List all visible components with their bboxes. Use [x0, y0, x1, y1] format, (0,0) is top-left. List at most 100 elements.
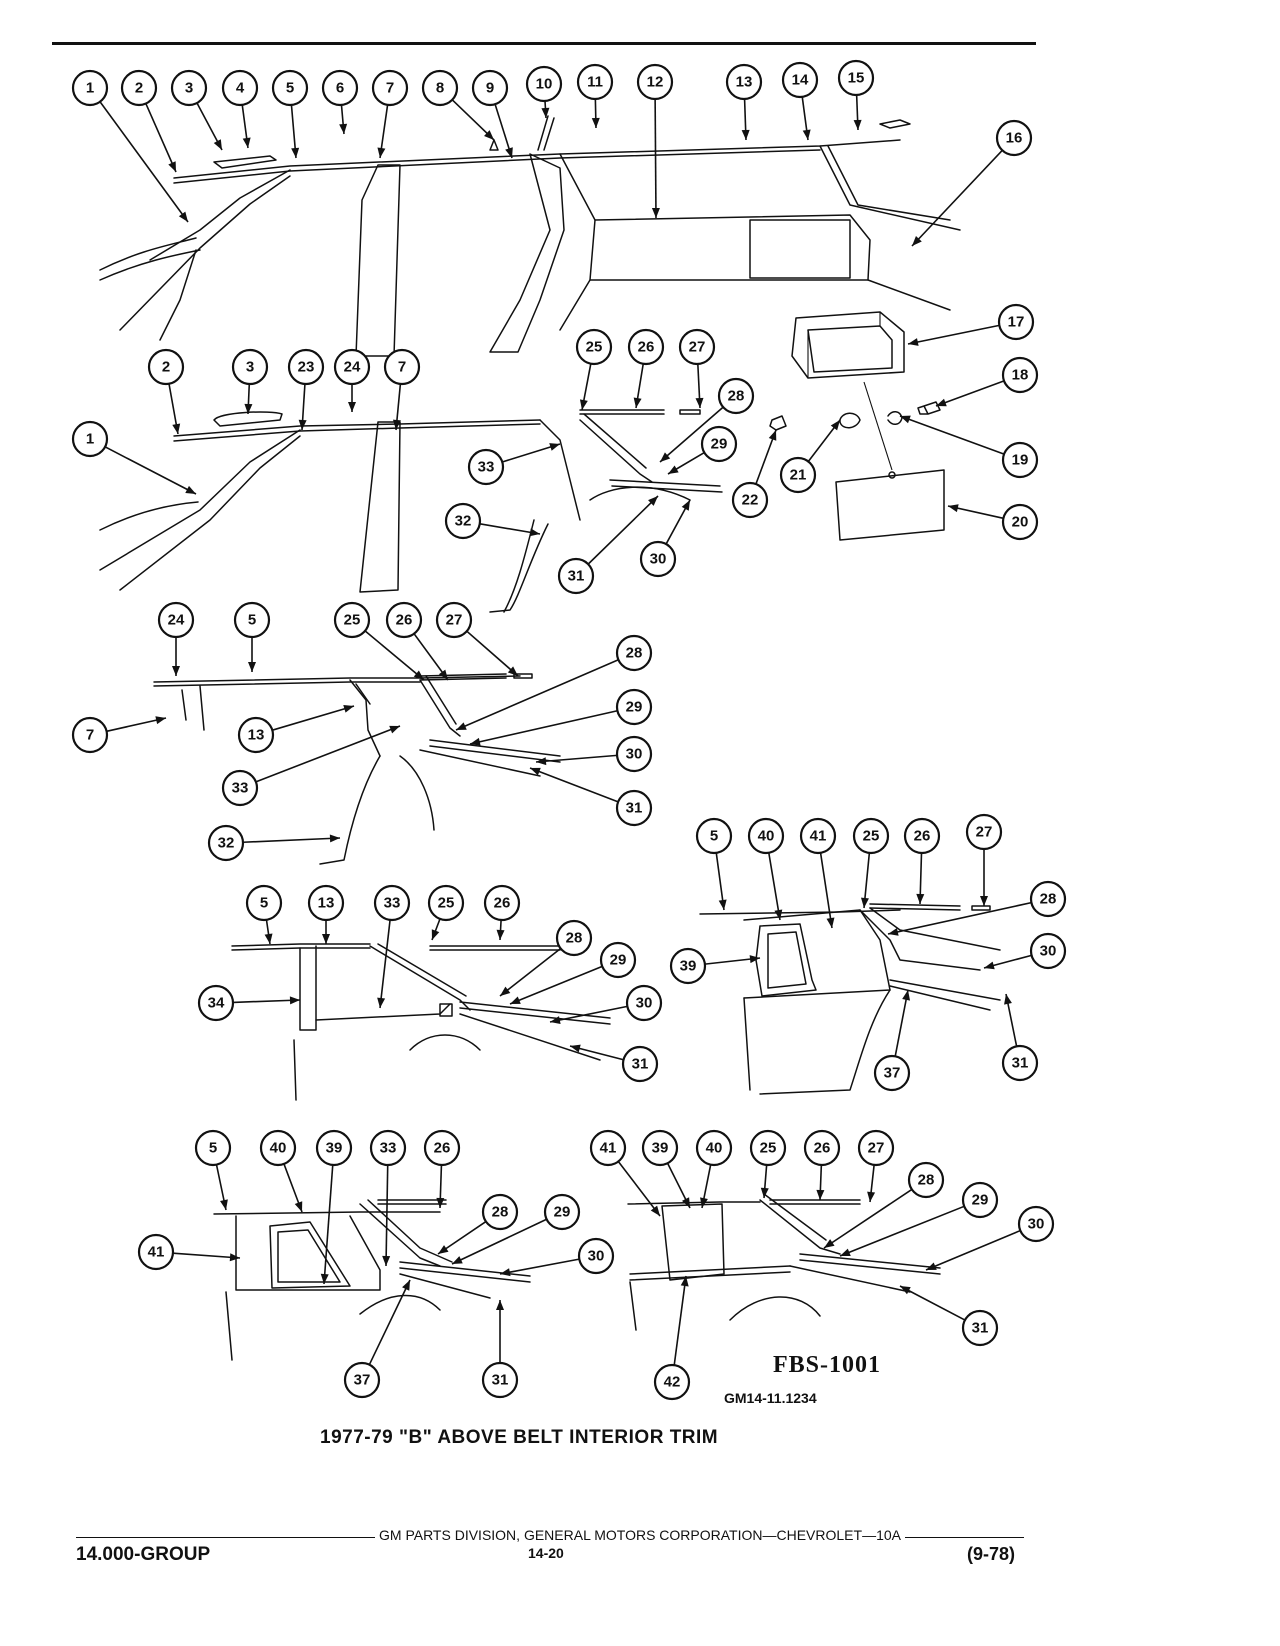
roof-rail-v2	[173, 419, 541, 437]
callout-30: 30	[1017, 1205, 1055, 1243]
end-cap-v3	[513, 673, 533, 679]
roof-rail-rear-v5	[869, 903, 961, 911]
callout-24: 24	[157, 601, 195, 639]
latch-knob-18	[917, 401, 941, 415]
callout-40: 40	[695, 1129, 733, 1167]
leader-line-17	[907, 324, 1000, 345]
callout-27: 27	[435, 601, 473, 639]
callout-number: 8	[436, 80, 444, 97]
callout-number: 26	[638, 339, 655, 356]
quarter-pillar-front	[489, 153, 565, 353]
callout-number: 28	[918, 1172, 935, 1189]
arrowhead-30	[681, 500, 690, 511]
callout-number: 31	[1012, 1055, 1029, 1072]
arrowhead-20	[948, 504, 959, 513]
callout-28: 28	[481, 1193, 519, 1231]
callout-21: 21	[779, 456, 817, 494]
callout-number: 31	[626, 800, 643, 817]
leader-line-29	[469, 709, 618, 745]
lower-v6	[225, 1291, 233, 1361]
leader-line-33	[501, 443, 561, 463]
callout-12: 12	[636, 63, 674, 101]
pillar-v2	[99, 429, 301, 571]
rear-pillar-v7-b	[763, 1193, 827, 1241]
callout-number: 28	[626, 645, 643, 662]
arrowhead-12	[651, 207, 660, 218]
arrowhead-28	[824, 1239, 835, 1248]
callout-28: 28	[717, 377, 755, 415]
callout-number: 7	[398, 359, 406, 376]
callout-7: 7	[383, 348, 421, 386]
leader-line-12	[654, 98, 657, 219]
arrowhead-30	[500, 1268, 511, 1277]
rear-pillar-v7	[759, 1199, 841, 1255]
callout-26: 26	[483, 884, 521, 922]
arrowhead-6	[339, 123, 348, 134]
callout-number: 27	[976, 824, 993, 841]
callout-number: 26	[434, 1140, 451, 1157]
arrowhead-5	[291, 147, 300, 158]
arrowhead-2	[168, 161, 176, 172]
callout-number: 12	[647, 74, 664, 91]
arrowhead-7	[392, 419, 401, 430]
callout-number: 40	[706, 1140, 723, 1157]
callout-number: 30	[1028, 1216, 1045, 1233]
callout-number: 39	[652, 1140, 669, 1157]
callout-number: 25	[438, 895, 455, 912]
leader-line-28	[659, 406, 724, 463]
arrowhead-41	[229, 1253, 240, 1262]
callout-27: 27	[857, 1129, 895, 1167]
roof-rail-rear-v4	[429, 945, 561, 951]
rear-pillar-v5	[859, 909, 981, 971]
windshield-garnish-curve	[99, 237, 197, 271]
callout-number: 33	[380, 1140, 397, 1157]
roof-rail-molding-lower	[173, 149, 821, 184]
arrowhead-18	[936, 398, 947, 407]
arrowhead-29	[840, 1248, 851, 1256]
callout-26: 26	[627, 328, 665, 366]
rear-pillar	[819, 145, 961, 231]
callout-number: 33	[478, 459, 495, 476]
callout-40: 40	[259, 1129, 297, 1167]
arrowhead-27	[980, 896, 988, 906]
arrowhead-21	[830, 420, 840, 431]
callout-number: 28	[728, 388, 745, 405]
arrowhead-25	[413, 670, 424, 680]
callout-28: 28	[615, 634, 653, 672]
arrowhead-29	[470, 737, 481, 746]
arrowhead-26	[438, 669, 448, 680]
part-outlines	[99, 115, 1001, 1361]
callout-25: 25	[575, 328, 613, 366]
callout-25: 25	[749, 1129, 787, 1167]
callout-number: 7	[86, 727, 94, 744]
callout-number: 21	[790, 467, 807, 484]
callout-number: 30	[1040, 943, 1057, 960]
center-pillar-v2	[359, 421, 401, 593]
leader-line-28	[499, 947, 562, 997]
callout-number: 20	[1012, 514, 1029, 531]
door-lock-plug-8	[489, 139, 499, 151]
callout-number: 5	[286, 80, 294, 97]
callout-31: 31	[615, 789, 653, 827]
callout-30: 30	[625, 984, 663, 1022]
roof-rail-v3-lower	[153, 681, 421, 687]
arrowhead-33	[389, 725, 400, 734]
leader-line-30	[535, 754, 618, 763]
callout-number: 9	[486, 80, 494, 97]
callout-29: 29	[961, 1181, 999, 1219]
callout-number: 4	[236, 80, 245, 97]
leader-line-1	[104, 446, 197, 495]
roof-end-cap	[879, 119, 911, 129]
arrowhead-31	[1004, 994, 1012, 1005]
callout-26: 26	[803, 1129, 841, 1167]
arrowhead-39	[749, 955, 760, 964]
leader-line-31	[529, 767, 619, 803]
latch-ring-19	[887, 411, 903, 425]
callout-13: 13	[725, 63, 763, 101]
callout-number: 31	[492, 1372, 509, 1389]
callout-41: 41	[589, 1129, 627, 1167]
callout-number: 2	[135, 80, 143, 97]
lower-v5	[743, 997, 751, 1091]
arrowhead-40	[774, 909, 783, 920]
arrowhead-16	[912, 235, 922, 246]
